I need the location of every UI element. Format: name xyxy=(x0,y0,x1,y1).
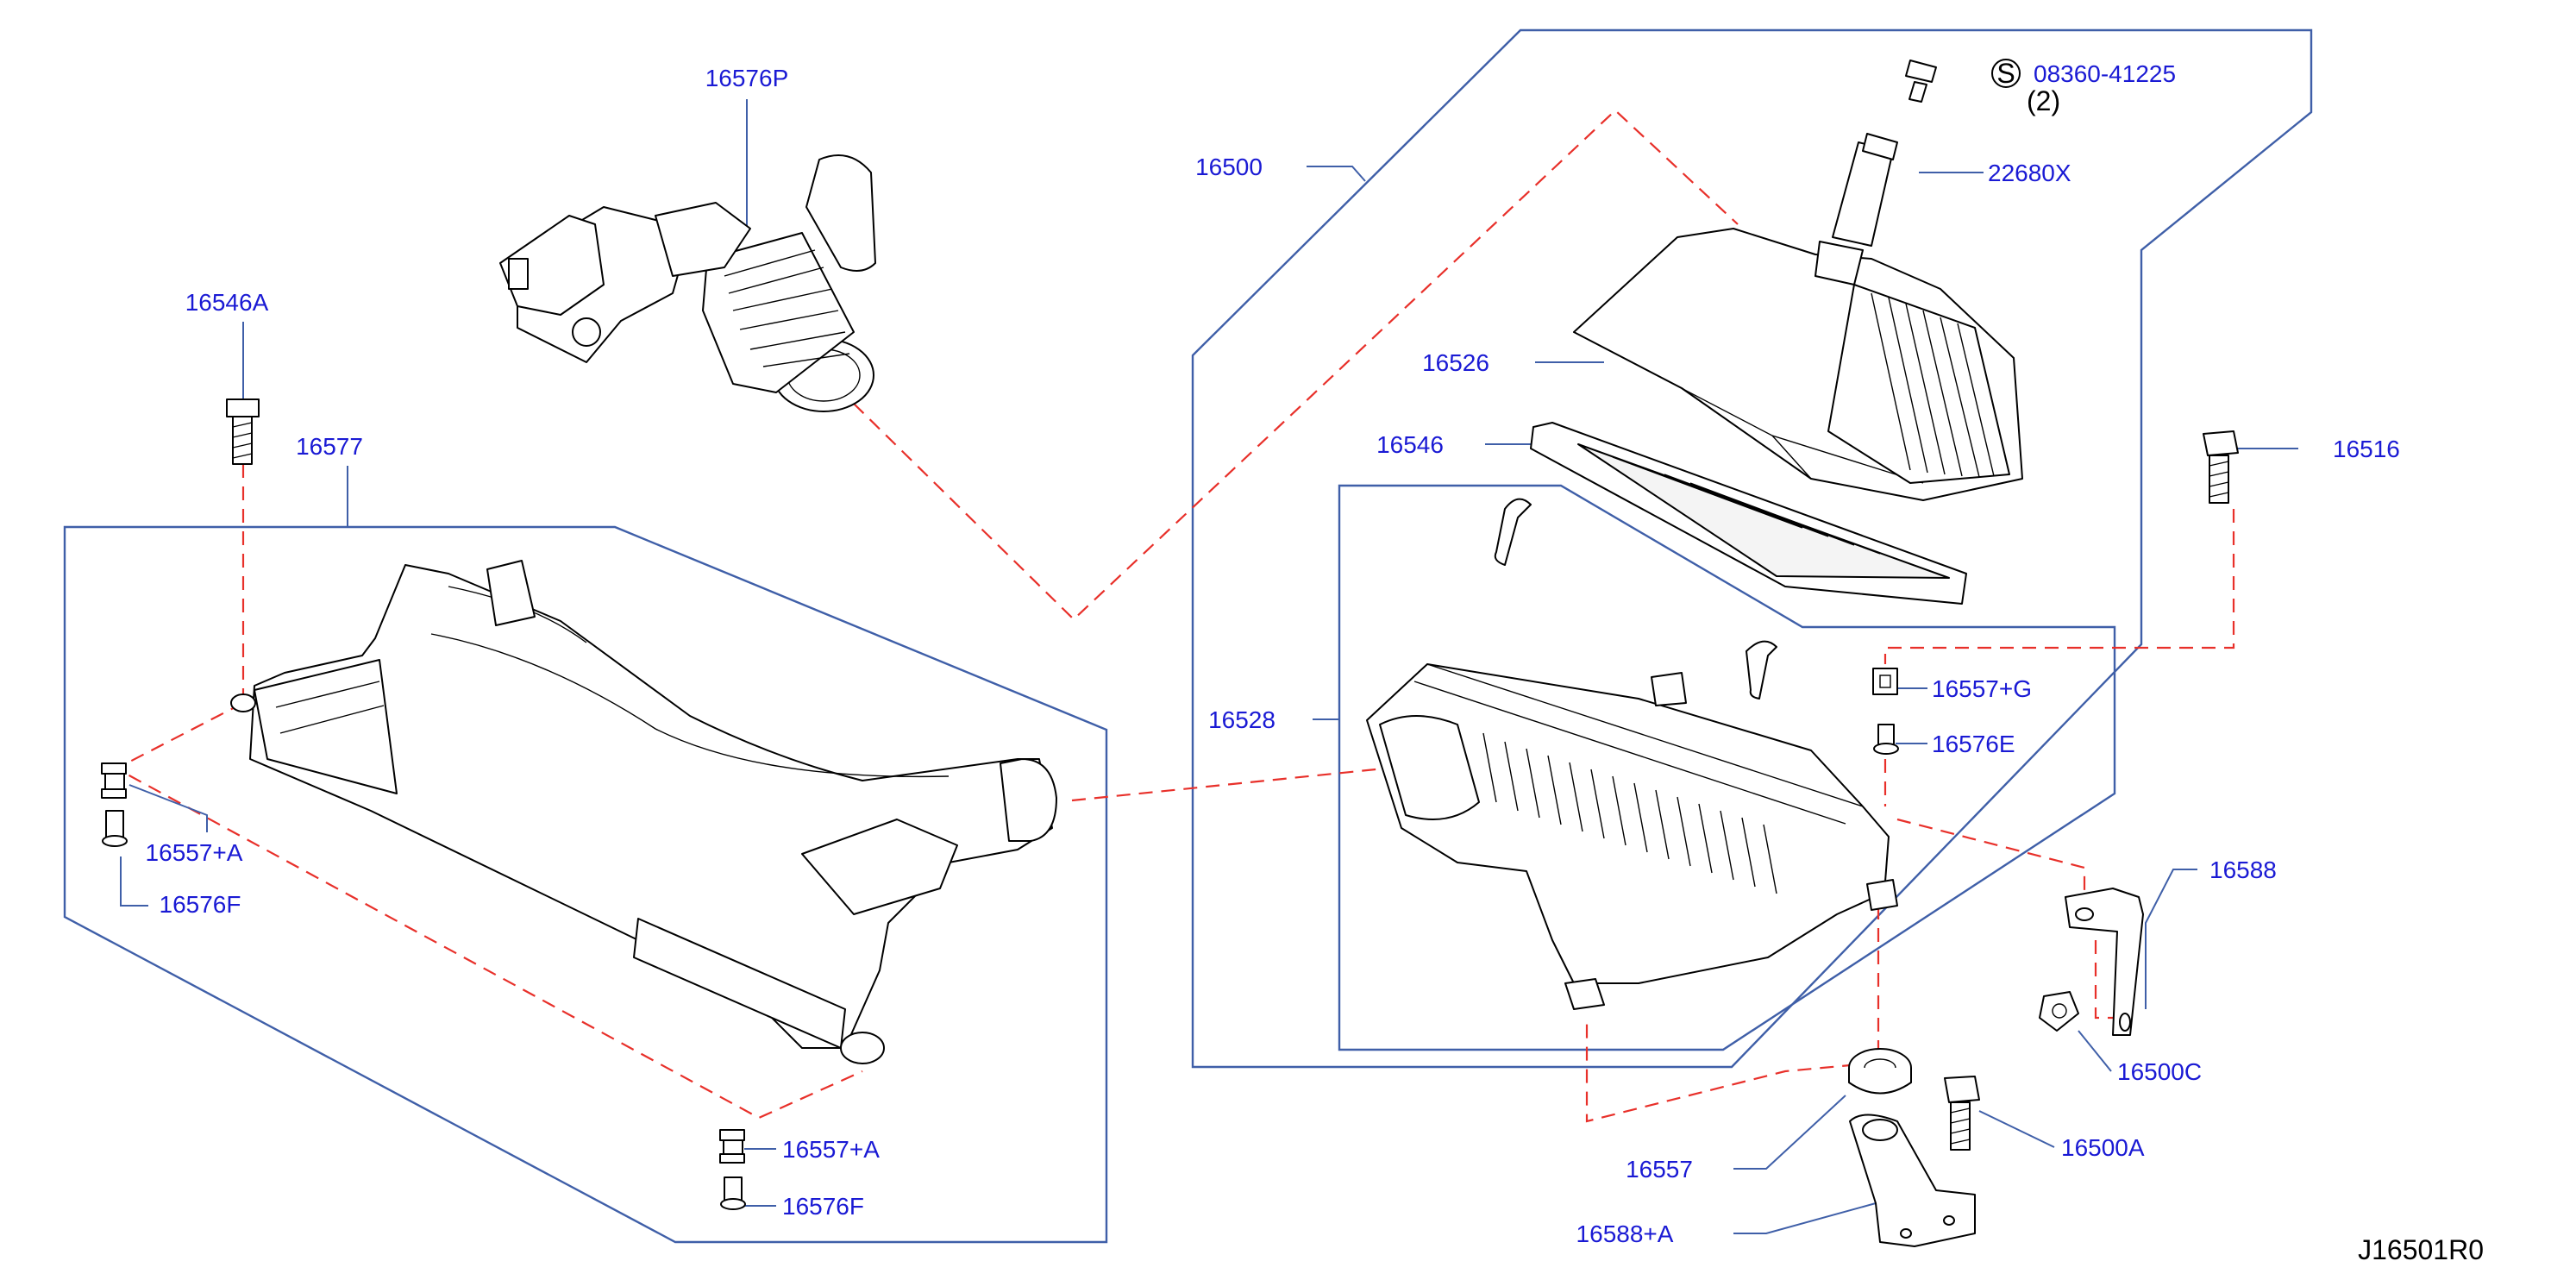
assembly-lines xyxy=(114,109,2235,1123)
label-08360-qty: (2) xyxy=(2027,85,2060,116)
frame-16577-assembly xyxy=(63,525,1108,1244)
part-clip-upper[interactable] xyxy=(1494,498,1532,566)
label-16576P: 16576P xyxy=(705,65,789,91)
frame-16500-assembly xyxy=(1191,28,2313,1069)
standard-mark-letter: S xyxy=(1996,58,2015,89)
standard-part-mark: S xyxy=(1991,58,2021,89)
label-22680X: 22680X xyxy=(1988,160,2071,186)
part-16557A-grommet-2[interactable] xyxy=(719,1129,745,1164)
part-16588-bracket[interactable] xyxy=(2065,888,2144,1036)
part-clip-lower[interactable] xyxy=(1746,640,1777,700)
label-16528: 16528 xyxy=(1208,706,1275,733)
label-16588: 16588 xyxy=(2209,856,2277,883)
part-22680X-sensor[interactable] xyxy=(1814,133,1898,285)
part-16576E-collar[interactable] xyxy=(1873,724,1899,755)
part-16500C-nut[interactable] xyxy=(2039,991,2079,1032)
part-16557A-grommet-1[interactable] xyxy=(101,762,127,799)
frame-16528-subassembly xyxy=(1338,484,2116,1051)
label-16576E: 16576E xyxy=(1932,731,2015,757)
part-16576F-collar-1[interactable] xyxy=(102,810,128,847)
label-16500: 16500 xyxy=(1195,154,1263,180)
part-16546A-bolt[interactable] xyxy=(226,398,260,465)
part-16557-grommet[interactable] xyxy=(1848,1048,1912,1095)
part-16500A-bolt[interactable] xyxy=(1944,1076,1980,1151)
part-16546-filter-element[interactable] xyxy=(1530,422,1967,605)
part-16557G-nut[interactable] xyxy=(1872,668,1898,695)
part-16526-cover[interactable] xyxy=(1573,228,2023,501)
label-16576F-1: 16576F xyxy=(160,891,241,918)
diagram-code: J16501R0 xyxy=(2358,1234,2484,1265)
part-08360-screw[interactable] xyxy=(1905,60,1937,103)
label-16588A: 16588+A xyxy=(1576,1220,1674,1247)
label-16576F-2: 16576F xyxy=(782,1193,864,1220)
label-16557: 16557 xyxy=(1626,1156,1693,1183)
part-16577-air-duct[interactable] xyxy=(230,560,1057,1064)
label-16557A-1: 16557+A xyxy=(146,839,243,866)
part-16576P-hose[interactable] xyxy=(499,154,876,412)
label-08360-41225: 08360-41225 xyxy=(2034,60,2176,87)
label-16557G: 16557+G xyxy=(1932,675,2032,702)
label-16557A-2: 16557+A xyxy=(782,1136,880,1163)
label-16500A: 16500A xyxy=(2061,1134,2145,1161)
label-16500C: 16500C xyxy=(2117,1058,2202,1085)
part-16528-lower-housing[interactable] xyxy=(1366,663,1898,1010)
label-16577: 16577 xyxy=(296,433,363,460)
label-16546: 16546 xyxy=(1376,431,1444,458)
part-16588A-bracket[interactable] xyxy=(1849,1114,1976,1247)
leader-lines xyxy=(120,72,2298,1234)
part-16516-bolt[interactable] xyxy=(2203,430,2239,504)
label-16516: 16516 xyxy=(2333,436,2400,462)
label-16526: 16526 xyxy=(1422,349,1489,376)
part-16576F-collar-2[interactable] xyxy=(720,1176,746,1210)
label-16546A: 16546A xyxy=(185,289,269,316)
